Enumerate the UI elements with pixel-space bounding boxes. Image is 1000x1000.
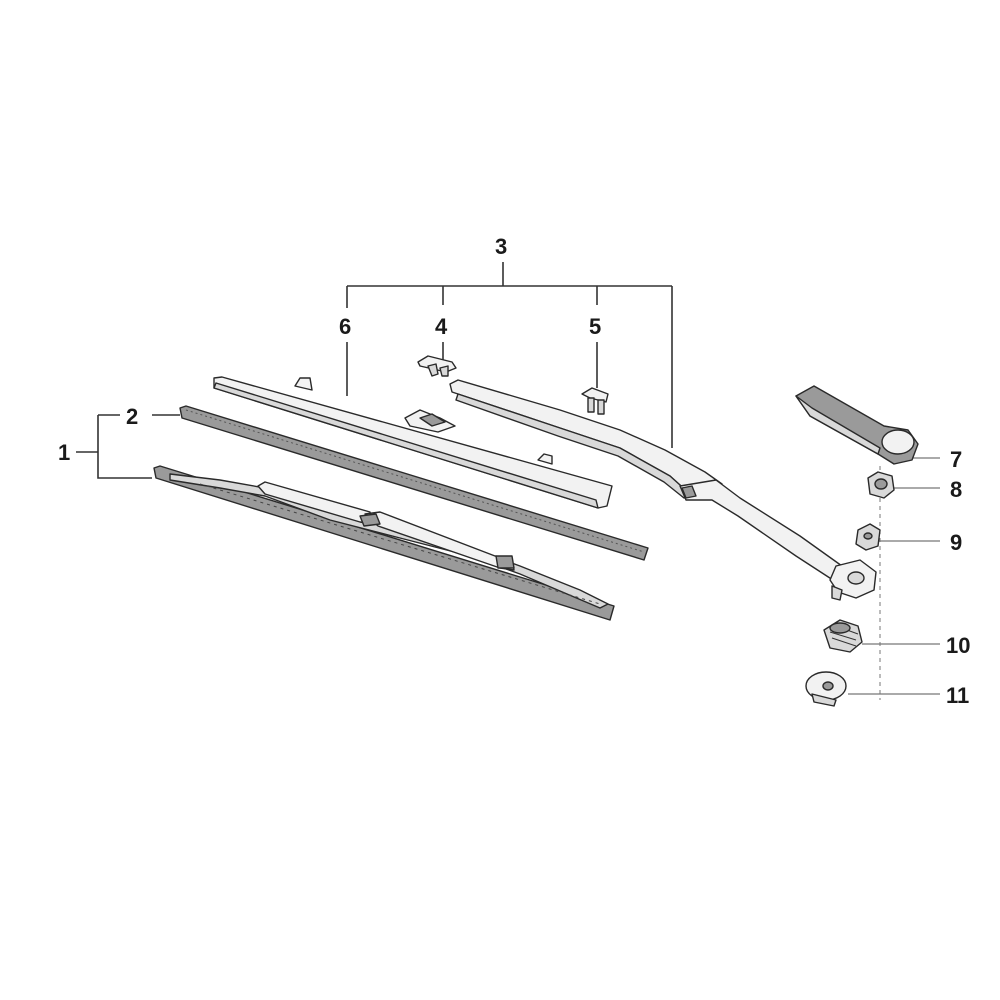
- callout-5: 5: [589, 314, 601, 339]
- leader-lines: [76, 262, 940, 700]
- callout-3: 3: [495, 234, 507, 259]
- leader-1-lower: [97, 415, 152, 479]
- callout-10: 10: [946, 633, 970, 658]
- callout-1: 1: [58, 440, 70, 465]
- adapter-icon: [581, 387, 609, 415]
- clip-icon: [417, 355, 457, 377]
- callout-11: 11: [946, 683, 969, 708]
- wiper-rubber-insert-icon: [179, 405, 649, 561]
- washer-icon: [855, 523, 881, 551]
- wiper-arm-kit-icon: [449, 379, 877, 601]
- callout-8: 8: [950, 477, 962, 502]
- callout-2: 2: [126, 404, 138, 429]
- wiper-blade-assembly-icon: [153, 465, 615, 621]
- callout-7: 7: [950, 447, 962, 472]
- bushing-icon: [805, 671, 847, 707]
- callout-6: 6: [339, 314, 351, 339]
- arm-cover-cap-icon: [795, 385, 919, 465]
- callout-4: 4: [435, 314, 448, 339]
- callout-labels: 1 2 3 4 5 6 7 8 9 10 11: [58, 234, 970, 708]
- spoiler-icon: [213, 376, 613, 509]
- grommet-icon: [823, 619, 863, 653]
- hex-nut-icon: [867, 471, 895, 499]
- callout-9: 9: [950, 530, 962, 555]
